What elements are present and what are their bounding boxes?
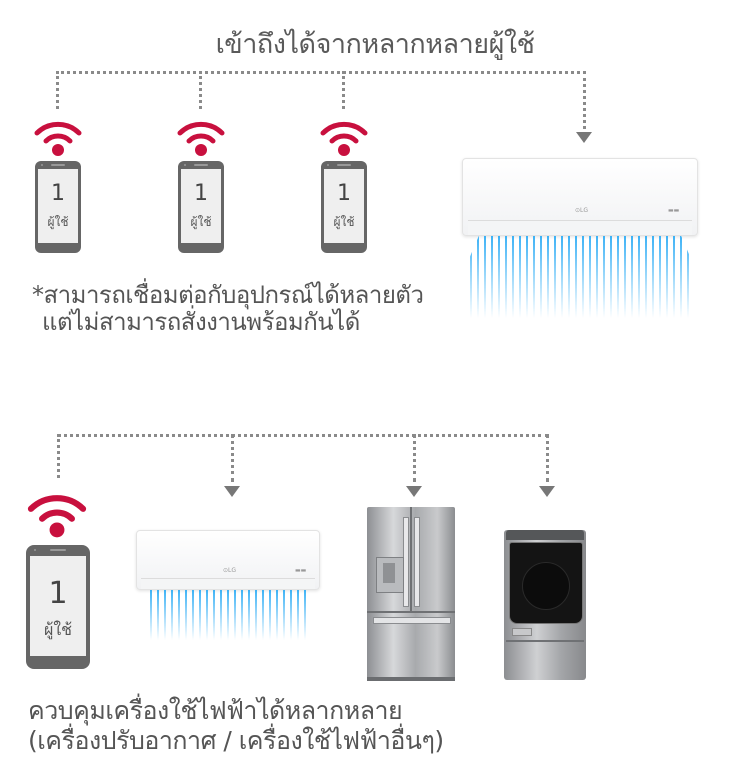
wifi-icon: [34, 121, 82, 156]
airflow-icon: [150, 590, 306, 640]
air-conditioner-top: ⊙LG ▬▬: [462, 158, 698, 318]
arrow-down-icon: [576, 132, 592, 143]
arrow-down-icon: [406, 486, 422, 497]
caption-line-2: (เครื่องปรับอากาศ / เครื่องใช้ไฟฟ้าอื่นๆ…: [28, 726, 444, 755]
note-text: *สามารถเชื่อมต่อกับอุปกรณ์ได้หลายตัว แต่…: [32, 281, 424, 336]
airflow-icon: [470, 236, 690, 318]
caption-text: ควบคุมเครื่องใช้ไฟฟ้าได้หลากหลาย (เครื่อ…: [28, 696, 444, 756]
user-count: 1: [194, 181, 208, 206]
air-conditioner-icon: ⊙LG ▬▬: [462, 158, 698, 236]
wifi-icon: [27, 495, 87, 538]
smartphone-icon: 1 ผู้ใช้: [321, 161, 367, 253]
arrow-down-icon: [539, 486, 555, 497]
caption-line-1: ควบคุมเครื่องใช้ไฟฟ้าได้หลากหลาย: [28, 696, 403, 725]
note-line-2: แต่ไม่สามารถสั่งงานพร้อมกันได้: [42, 308, 360, 336]
user-label: ผู้ใช้: [43, 620, 73, 639]
user-label: ผู้ใช้: [47, 215, 69, 229]
smartphone-icon: 1 ผู้ใช้: [35, 161, 81, 253]
note-line-1: *สามารถเชื่อมต่อกับอุปกรณ์ได้หลายตัว: [32, 281, 424, 309]
washing-machine-icon: [504, 530, 586, 680]
air-conditioner-bottom: ⊙LG ▬▬: [136, 530, 320, 640]
user-count: 1: [337, 181, 351, 206]
refrigerator-icon: [367, 507, 455, 681]
user-count: 1: [51, 181, 65, 206]
smartphone-icon: 1 ผู้ใช้: [178, 161, 224, 253]
arrow-down-icon: [224, 486, 240, 497]
user-label: ผู้ใช้: [333, 215, 355, 229]
wifi-icon: [177, 121, 225, 156]
smartphone-icon: 1 ผู้ใช้: [26, 545, 90, 669]
wifi-icon: [320, 121, 368, 156]
air-conditioner-icon: ⊙LG ▬▬: [136, 530, 320, 590]
user-count: 1: [48, 576, 68, 611]
user-label: ผู้ใช้: [190, 215, 212, 229]
title-multi-user-access: เข้าถึงได้จากหลากหลายผู้ใช้: [215, 29, 535, 60]
